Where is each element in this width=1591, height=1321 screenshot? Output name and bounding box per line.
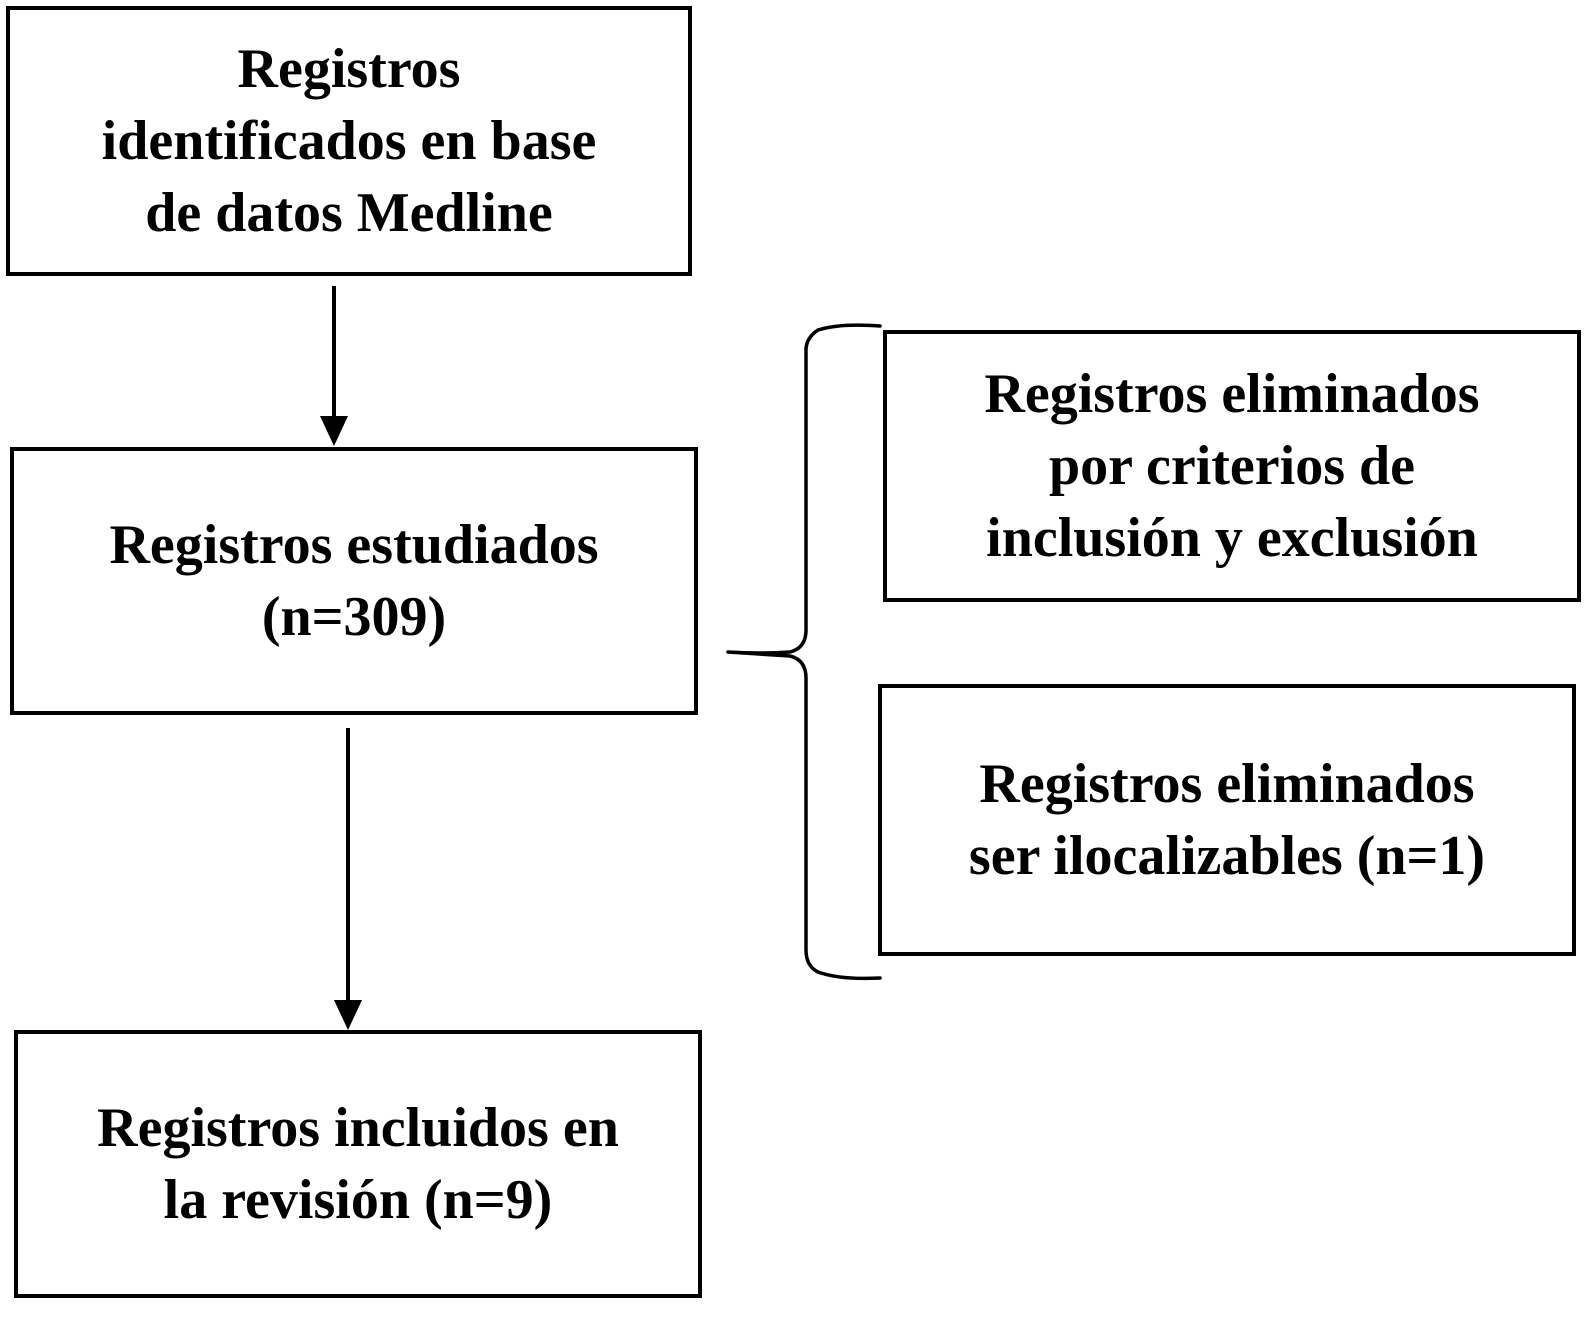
records-included-line-1: Registros incluidos en <box>97 1097 619 1159</box>
records-excluded-criteria-box: Registros eliminados por criterios de in… <box>883 330 1581 602</box>
records-identified-line-2: identificados en base <box>101 110 597 172</box>
records-excluded-criteria-line-1: Registros eliminados <box>984 363 1480 425</box>
records-excluded-missing-line-2: ser ilocalizables (n=1) <box>968 825 1486 887</box>
records-studied-line-2: (n=309) <box>261 586 447 648</box>
records-included-box: Registros incluidos en la revisión (n=9) <box>14 1030 702 1298</box>
records-identified-line-1: Registros <box>237 38 461 100</box>
records-identified-box: Registros identificados en base de datos… <box>6 6 692 276</box>
arrow-identified-to-studied-head <box>320 416 348 446</box>
records-excluded-criteria-line-3: inclusión y exclusión <box>986 507 1478 569</box>
records-identified-line-3: de datos Medline <box>145 182 553 244</box>
records-included-line-2: la revisión (n=9) <box>163 1169 553 1231</box>
records-excluded-missing-box: Registros eliminados ser ilocalizables (… <box>878 684 1576 956</box>
exclusion-brace <box>726 323 882 981</box>
records-excluded-missing-line-1: Registros eliminados <box>979 753 1475 815</box>
records-excluded-criteria-line-2: por criterios de <box>1049 435 1415 497</box>
records-studied-line-1: Registros estudiados <box>109 514 599 576</box>
records-studied-box: Registros estudiados (n=309) <box>10 447 698 715</box>
arrow-studied-to-included-head <box>334 1000 362 1030</box>
